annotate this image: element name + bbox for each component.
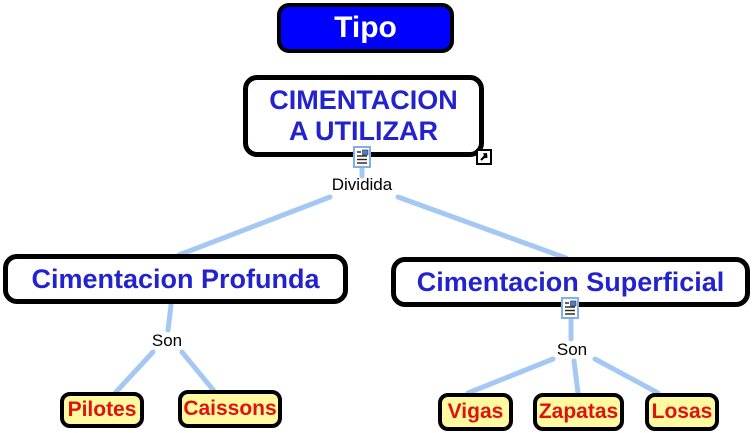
linking-phrase-son-right[interactable]: Son — [547, 340, 597, 360]
resource-note-icon[interactable] — [353, 146, 371, 168]
connector-profunda-to-son — [165, 302, 174, 333]
connector-son-to-caissons — [179, 349, 217, 394]
connector-dividida-to-superficial — [395, 194, 569, 261]
connector-son-to-pilotes — [113, 349, 156, 395]
concept-label: Tipo — [334, 11, 397, 44]
concept-label: Losas — [651, 400, 713, 423]
concept-node-losas[interactable]: Losas — [645, 393, 719, 431]
connector-son-to-zapatas — [571, 358, 581, 396]
concept-node-tipo[interactable]: Tipo — [277, 3, 454, 53]
linking-phrase-son-left[interactable]: Son — [142, 331, 192, 351]
connector-son-to-vigas — [465, 356, 556, 396]
expand-arrow-icon[interactable] — [476, 149, 492, 165]
concept-node-caissons[interactable]: Caissons — [178, 390, 282, 428]
concept-label: Pilotes — [67, 398, 137, 421]
concept-node-pilotes[interactable]: Pilotes — [60, 392, 144, 428]
concept-label-line2: A UTILIZAR — [289, 116, 438, 146]
connector-dividida-to-profunda — [176, 194, 333, 258]
concept-label: Cimentacion Superficial — [416, 266, 725, 297]
concept-node-cimentacion-a-utilizar[interactable]: CIMENTACION A UTILIZAR — [243, 75, 484, 157]
linking-phrase-dividida[interactable]: Dividida — [322, 175, 402, 195]
connector-son-to-losas — [592, 356, 661, 396]
concept-node-vigas[interactable]: Vigas — [438, 393, 513, 431]
linking-phrase-label: Son — [556, 340, 588, 359]
linking-phrase-label: Son — [151, 331, 183, 350]
resource-note-icon[interactable] — [561, 297, 579, 319]
concept-node-cimentacion-profunda[interactable]: Cimentacion Profunda — [3, 254, 348, 304]
concept-label: Caissons — [183, 397, 277, 420]
concept-node-zapatas[interactable]: Zapatas — [533, 393, 624, 431]
linking-phrase-label: Dividida — [331, 175, 393, 194]
concept-label-line1: CIMENTACION — [269, 84, 458, 115]
concept-label: Zapatas — [538, 400, 619, 423]
concept-label: Cimentacion Profunda — [31, 263, 320, 294]
concept-label: Vigas — [447, 400, 504, 423]
